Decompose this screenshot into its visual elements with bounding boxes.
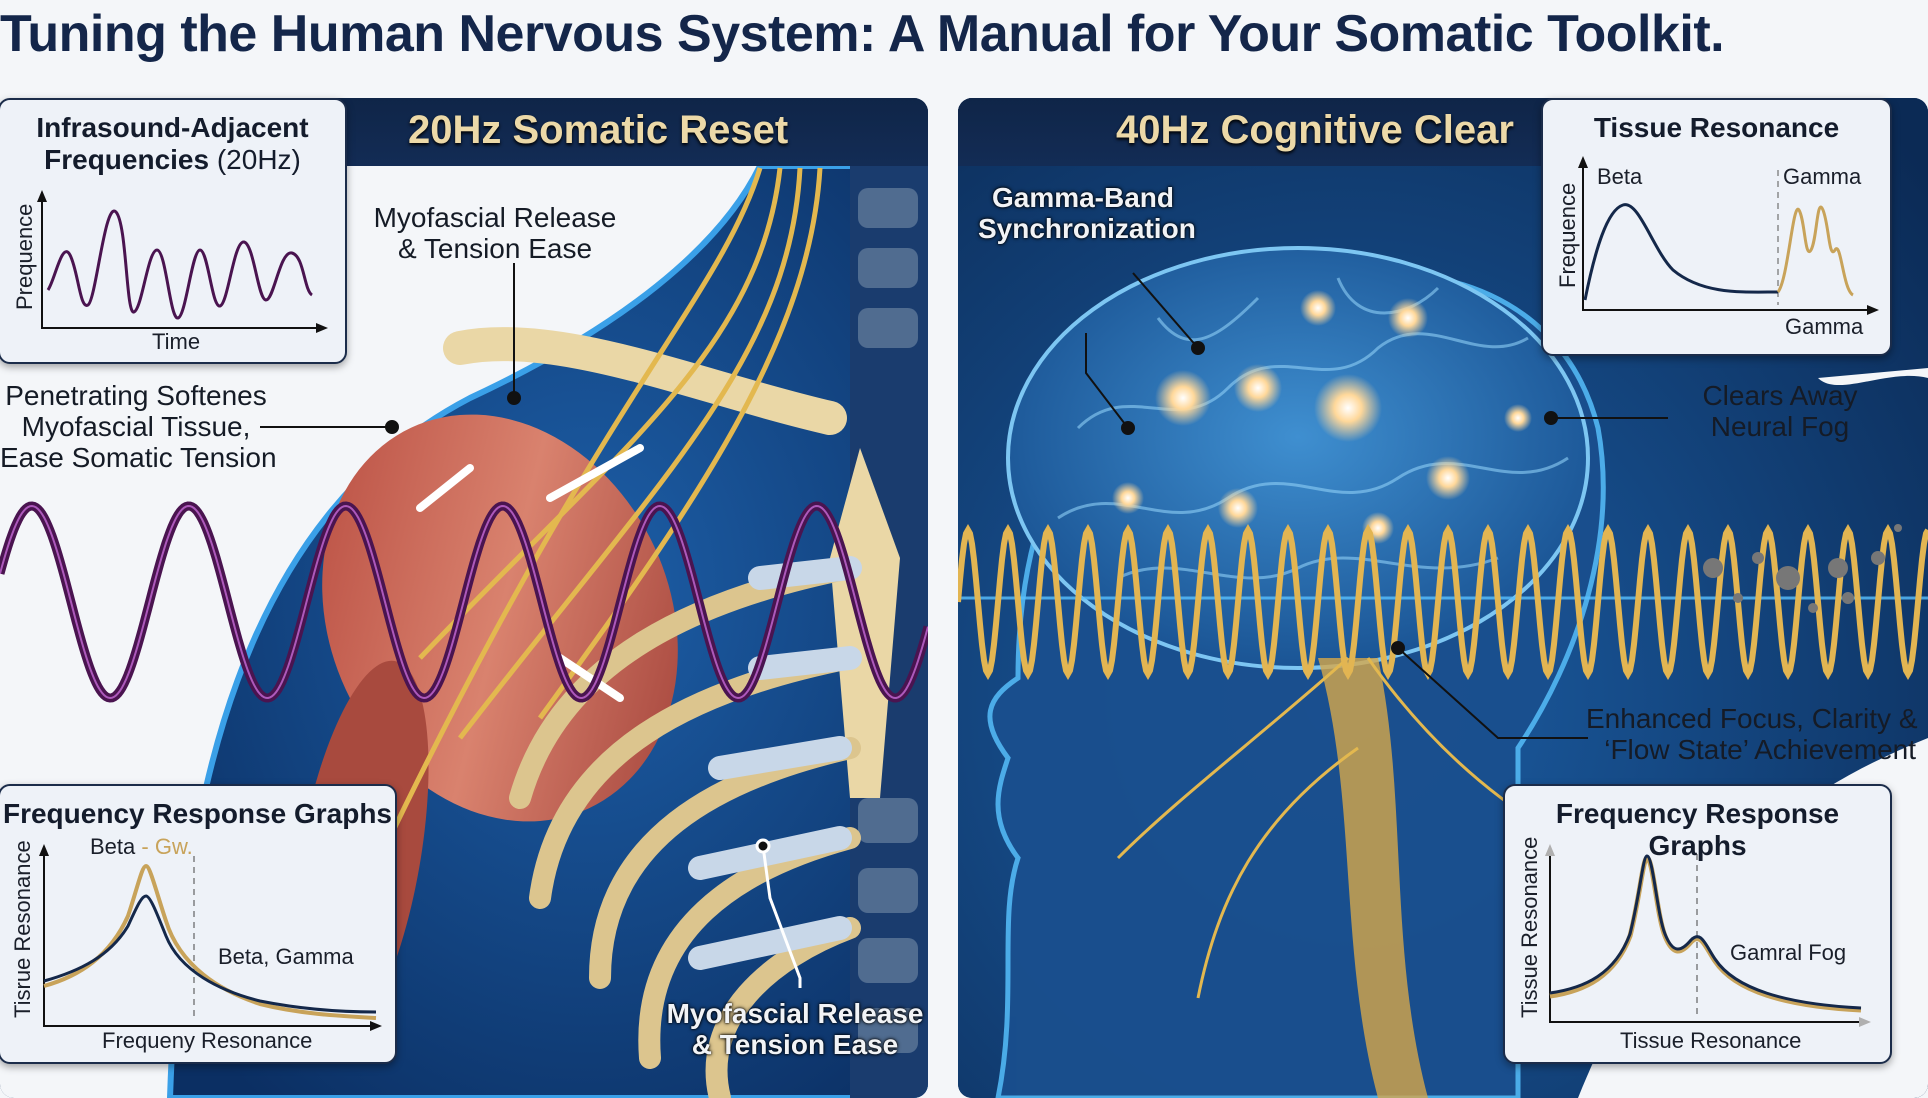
tension-release-arrows (416, 444, 644, 702)
callout-line: Enhanced Focus, Clarity & (1586, 703, 1918, 734)
myofascial-release-callout-bottom: Myofascial Release & Tension Ease (660, 998, 928, 1060)
gamma-label: Gamma (1783, 164, 1862, 189)
brain-head-illustration (958, 98, 1928, 1098)
y-axis-label: Tisrue Resonance (10, 840, 35, 1018)
beta-label: Beta (1597, 164, 1643, 189)
enhanced-focus-callout: Enhanced Focus, Clarity & ‘Flow State’ A… (1586, 703, 1918, 765)
tissue-resonance-chart (1578, 156, 1879, 315)
infrasound-waveform-chart (37, 190, 328, 333)
y-axis-label: Prequence (12, 203, 37, 310)
peak-label-gamma: - Gw. (141, 834, 193, 859)
frequency-response-inset-right: Frequency Response Graphs Gamral Fog Tis… (1503, 784, 1892, 1064)
callout-line: Penetrating Softenes (5, 380, 267, 411)
inset-title-line: (20Hz) (216, 144, 301, 175)
inset-title: Tissue Resonance (1593, 112, 1840, 143)
40hz-wave (958, 523, 1928, 681)
neural-sparks (1112, 290, 1532, 544)
gamma-band-callout: Gamma-Band Synchronization (978, 182, 1196, 244)
page-title: Tuning the Human Nervous System: A Manua… (0, 5, 1725, 63)
callout-line: Neural Fog (1710, 411, 1850, 442)
y-axis-label: Frequence (1555, 182, 1580, 288)
x-axis-label: Frequeny Resonance (102, 1028, 313, 1053)
curve-label: Beta, Gamma (218, 944, 354, 969)
x-axis-label: Tissue Resonance (1620, 1028, 1802, 1053)
x-axis-label: Gamma (1785, 314, 1864, 339)
frequency-response-chart-left (39, 844, 382, 1031)
neural-fog-particles (1703, 524, 1902, 613)
callout-line: & Tension Ease (691, 1029, 899, 1060)
callout-line: Ease Somatic Tension (0, 442, 277, 473)
inset-title: Infrasound-Adjacent Frequencies (20Hz) (0, 112, 345, 176)
neural-fog-callout: Clears Away Neural Fog (1670, 380, 1890, 442)
panel-heading: 40Hz Cognitive Clear (1116, 108, 1514, 152)
curve-label: Gamral Fog (1730, 940, 1847, 965)
callout-line: Synchronization (978, 213, 1196, 244)
callout-line: Myofascial Tissue, (21, 411, 251, 442)
inset-title: Frequency Response Graphs (1555, 798, 1840, 861)
myofascial-release-callout: Myofascial Release & Tension Ease (360, 202, 630, 264)
panel-header (958, 98, 1608, 166)
callout-line: Gamma-Band (991, 182, 1175, 213)
y-axis-label: Tissue Resonance (1517, 836, 1542, 1018)
peak-label: Beta - Gw. (90, 834, 193, 860)
callout-line: ‘Flow State’ Achievement (1604, 734, 1916, 765)
peak-label-beta: Beta (90, 834, 136, 859)
infrasound-frequency-inset: Infrasound-Adjacent Frequencies (20Hz) P… (0, 98, 347, 364)
inset-title-line: Infrasound-Adjacent (36, 112, 309, 143)
callout-line: Clears Away (1702, 380, 1858, 411)
inset-title-line: Frequencies (44, 144, 210, 175)
inset-title: Frequency Response Graphs (2, 798, 392, 829)
callout-line: Myofascial Release (666, 998, 924, 1029)
frequency-response-chart-right (1545, 844, 1871, 1027)
x-axis-label: Time (152, 329, 201, 354)
frequency-response-inset-left: Frequency Response Graphs Beta - Gw. Bet… (0, 784, 397, 1064)
callout-line: Myofascial Release (373, 202, 617, 233)
panel-heading: 20Hz Somatic Reset (408, 108, 789, 152)
penetrating-softens-callout: Penetrating Softenes Myofascial Tissue, … (0, 380, 277, 473)
callout-line: & Tension Ease (397, 233, 593, 264)
tissue-resonance-inset: Tissue Resonance Beta Gamma Frequence Ga… (1541, 98, 1892, 356)
